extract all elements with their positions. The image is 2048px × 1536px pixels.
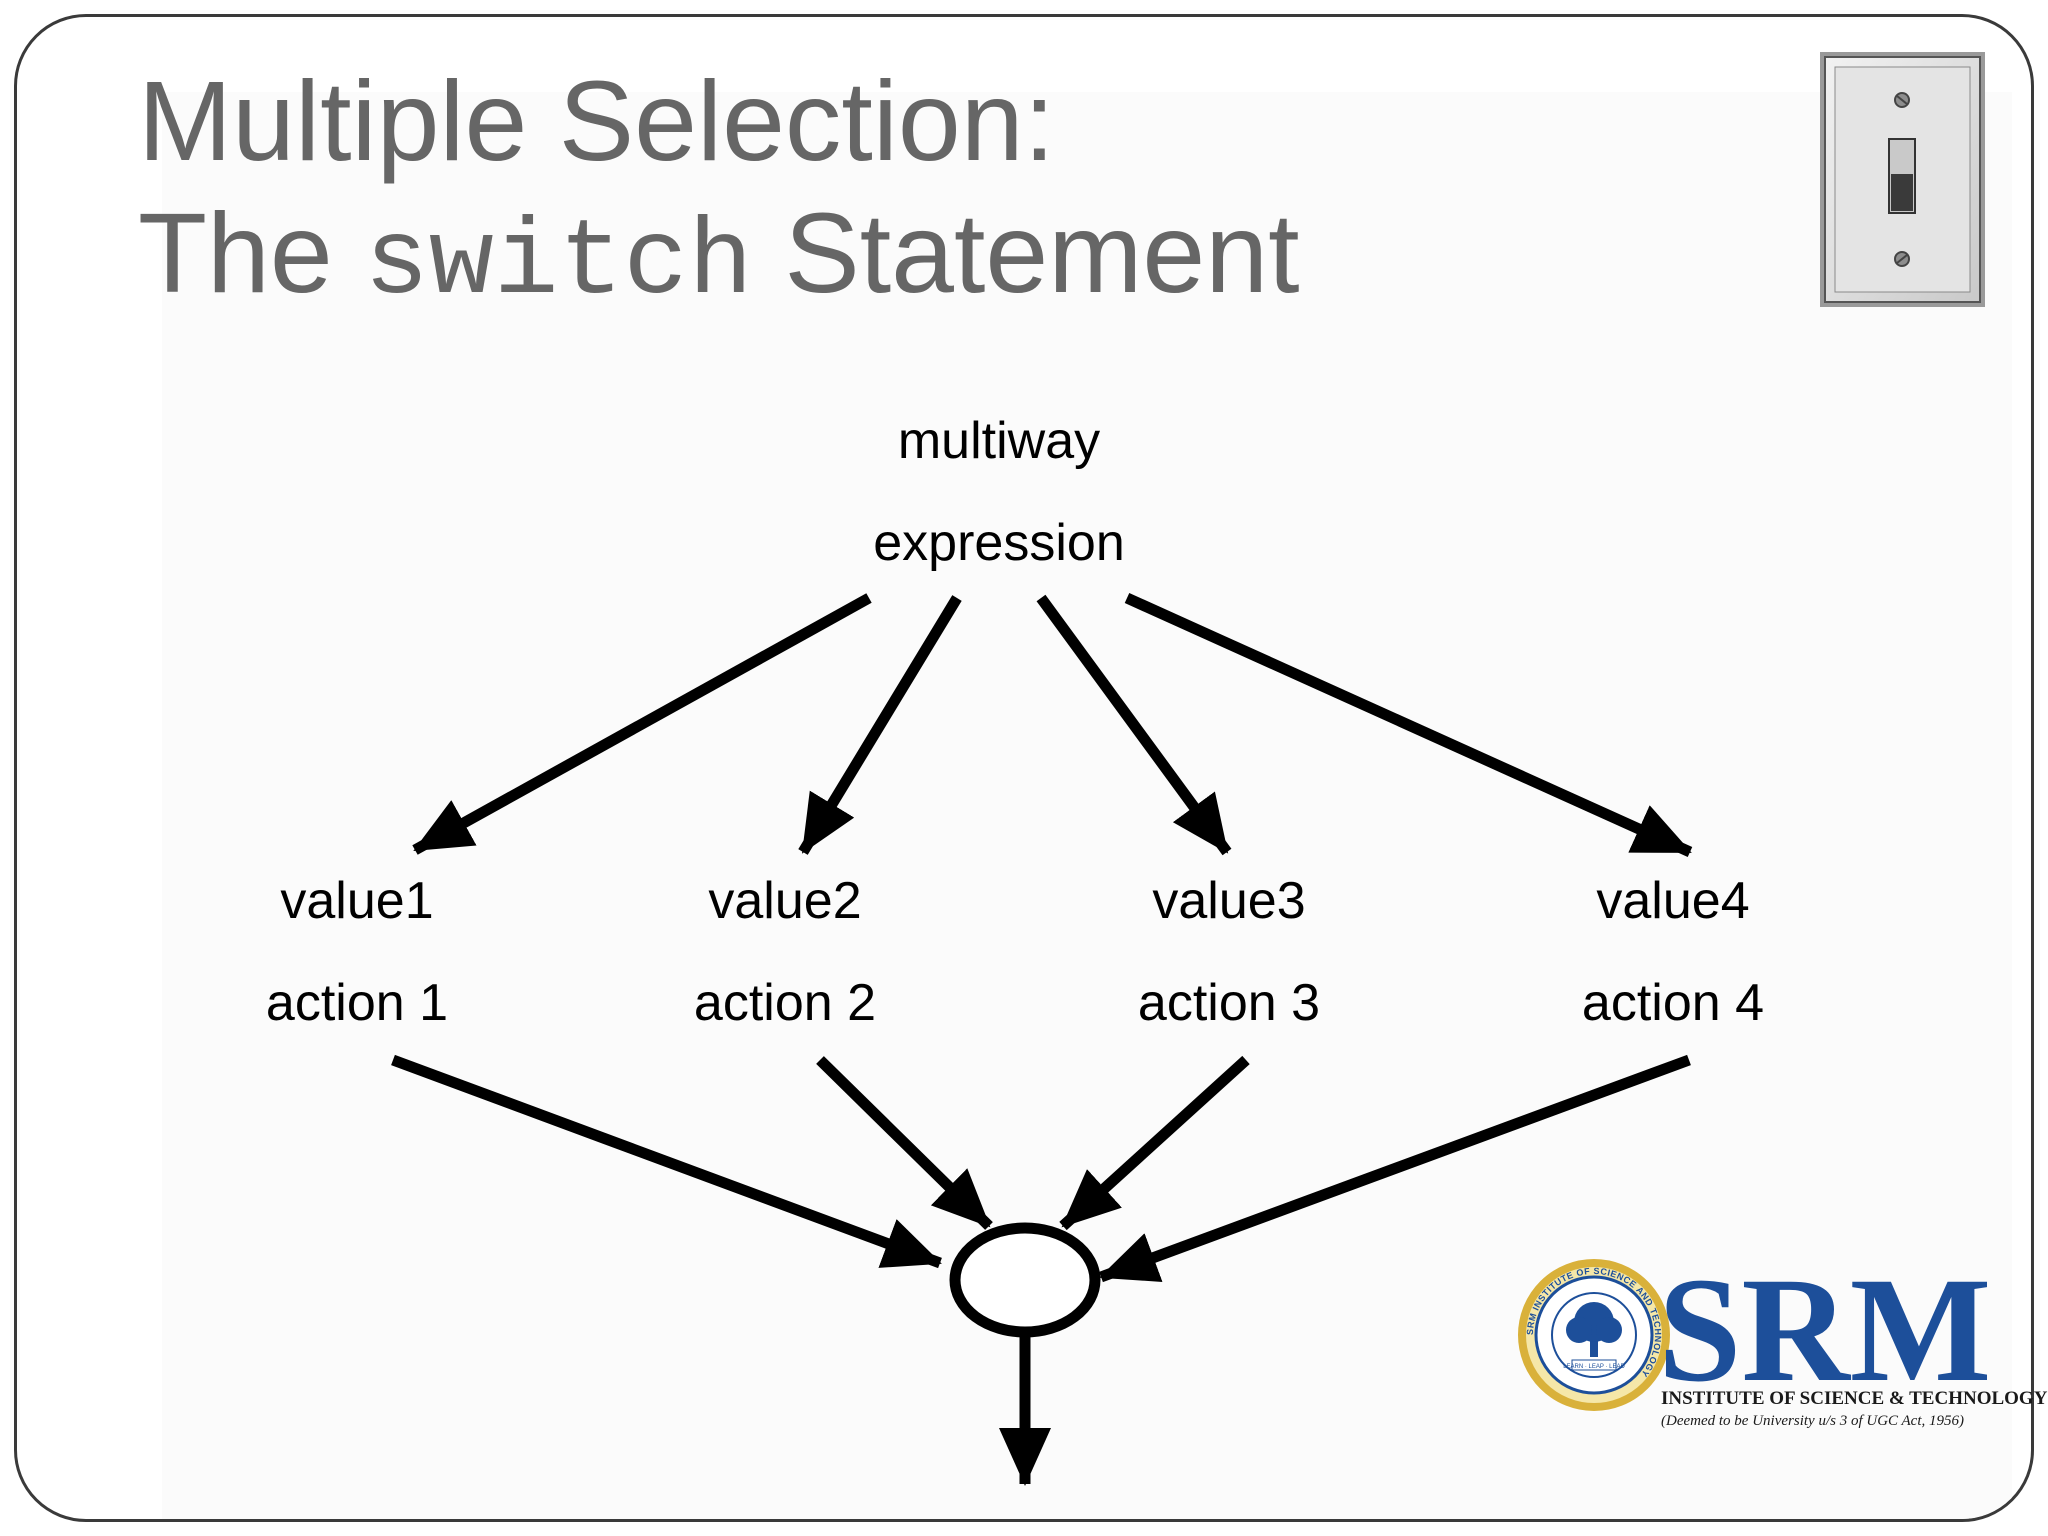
title-line-2-prefix: The <box>138 190 333 316</box>
branch-action-4: action 4 <box>1582 974 1764 1032</box>
slide-title: Multiple Selection: The switch Statement <box>138 55 1299 330</box>
branch-value-1: value1 <box>280 872 433 930</box>
arrow-expression-to-value1 <box>412 593 872 855</box>
arrow-action3-to-merge <box>1059 1055 1250 1231</box>
logo-note: (Deemed to be University u/s 3 of UGC Ac… <box>1661 1413 1964 1429</box>
expression-label-line2: expression <box>873 514 1124 572</box>
arrow-action2-to-merge <box>816 1056 993 1230</box>
light-switch-icon <box>1820 52 1985 307</box>
logo-name: SRM <box>1658 1247 1991 1413</box>
srm-logo: SRM INSTITUTE OF SCIENCE AND TECHNOLOGY … <box>1518 1247 2048 1429</box>
branch-value-3: value3 <box>1152 872 1305 930</box>
logo-subtitle: INSTITUTE OF SCIENCE & TECHNOLOGY <box>1661 1388 2048 1409</box>
merge-node <box>949 1222 1101 1338</box>
title-line-2-suffix: Statement <box>784 190 1300 316</box>
arrow-action4-to-merge <box>1099 1054 1691 1283</box>
srm-seal-icon: SRM INSTITUTE OF SCIENCE AND TECHNOLOGY … <box>1518 1259 1670 1411</box>
arrow-action1-to-merge <box>391 1054 942 1269</box>
title-line-1: Multiple Selection: <box>138 58 1056 184</box>
branch-action-1: action 1 <box>266 974 448 1032</box>
seal-motto: LEARN · LEAP · LEAD <box>1563 1364 1625 1370</box>
arrow-expression-to-value3 <box>1036 594 1232 856</box>
title-line-2-code: switch <box>364 203 753 325</box>
arrow-expression-to-value2 <box>798 595 962 855</box>
arrow-expression-to-value4 <box>1124 592 1693 858</box>
branch-action-2: action 2 <box>694 974 876 1032</box>
expression-label-line1: multiway <box>898 412 1100 470</box>
branch-action-3: action 3 <box>1138 974 1320 1032</box>
branch-value-4: value4 <box>1596 872 1749 930</box>
branch-value-2: value2 <box>708 872 861 930</box>
